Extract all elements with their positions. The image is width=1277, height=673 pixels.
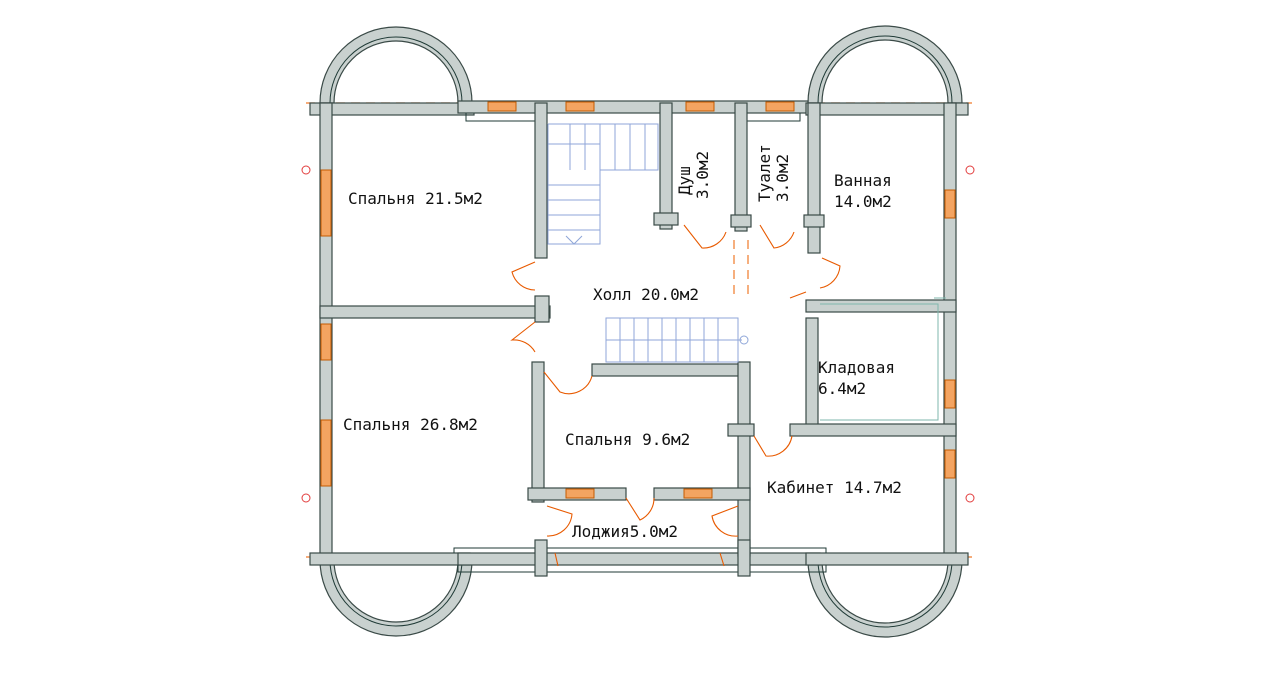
label-bath-area: 14.0м2 <box>834 192 892 211</box>
axis-marker-icon <box>965 493 975 503</box>
axis-marker-icon <box>965 165 975 175</box>
staircase-lower <box>605 317 749 363</box>
label-bedroom-small: Спальня 9.6м2 <box>565 430 690 449</box>
label-toilet-name: Туалет <box>755 144 774 202</box>
label-pantry-area: 6.4м2 <box>818 379 866 398</box>
pantry-frame <box>820 297 946 421</box>
label-loggia: Лоджия5.0м2 <box>572 522 678 541</box>
axis-marker-icon <box>301 165 311 175</box>
label-pantry-name: Кладовая <box>818 358 895 377</box>
label-toilet-group: Туалет 3.0м2 <box>755 144 792 202</box>
axis-markers <box>301 165 975 503</box>
label-shower-name: Душ <box>675 166 694 195</box>
label-hall: Холл 20.0м2 <box>593 285 699 304</box>
tower-nw <box>319 26 473 104</box>
axis-marker-icon <box>301 493 311 503</box>
doors <box>510 224 841 567</box>
label-study: Кабинет 14.7м2 <box>767 478 902 497</box>
windows <box>320 101 956 499</box>
tower-ne <box>807 25 963 104</box>
staircase-upper <box>547 123 659 245</box>
label-bath-name: Ванная <box>834 171 892 190</box>
label-toilet-area: 3.0м2 <box>773 154 792 202</box>
interior-walls <box>319 102 957 577</box>
label-shower-group: Душ 3.0м2 <box>675 151 712 199</box>
label-shower-area: 3.0м2 <box>693 151 712 199</box>
label-bedroom-sw: Спальня 26.8м2 <box>343 415 478 434</box>
tower-sw <box>319 559 473 637</box>
tower-se <box>807 559 963 638</box>
label-bedroom-nw: Спальня 21.5м2 <box>348 189 483 208</box>
